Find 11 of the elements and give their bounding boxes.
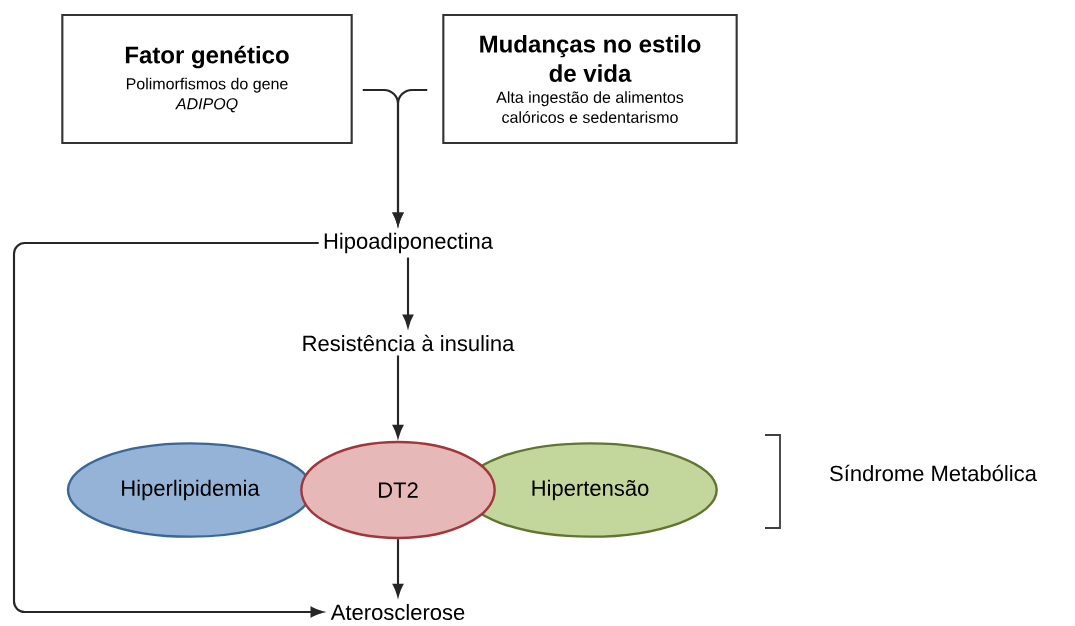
arrow bbox=[392, 355, 404, 438]
arrow bbox=[12, 241, 324, 618]
step-text: Aterosclerose bbox=[330, 603, 465, 621]
group-label: Síndrome Metabólica bbox=[830, 464, 1037, 482]
step-text: Resistência à insulina bbox=[303, 334, 515, 352]
merge-arrow bbox=[392, 88, 428, 226]
arrow bbox=[392, 539, 404, 597]
factor-box: Fator genético Polimorfismos do gene ADIPOQ bbox=[61, 13, 353, 145]
arrow bbox=[402, 257, 414, 328]
step-text: Hipoadiponectina bbox=[324, 232, 493, 254]
factor-box: Mudanças no estilo de vida Alta ingestão de alimentos calóricos e sedentarismo bbox=[442, 13, 738, 145]
